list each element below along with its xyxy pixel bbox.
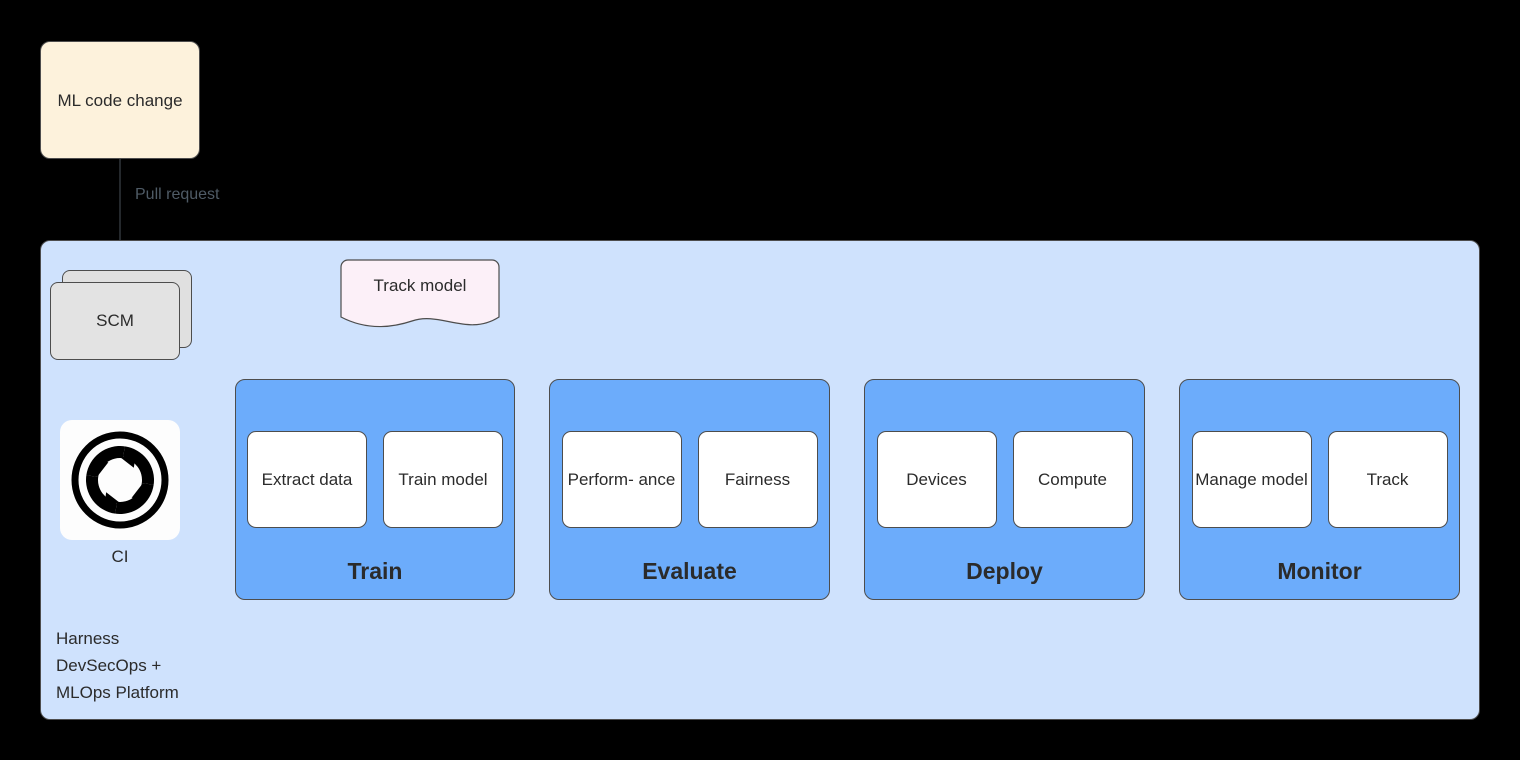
substep-extract-data[interactable]: Extract data: [247, 431, 367, 528]
stage-monitor-substeps: Manage model Track: [1180, 431, 1459, 528]
track-model-note[interactable]: Track model: [340, 259, 500, 331]
stage-evaluate[interactable]: Perform- ance Fairness Evaluate: [549, 379, 830, 600]
substep-fairness[interactable]: Fairness: [697, 431, 818, 528]
stage-deploy-title: Deploy: [966, 558, 1043, 584]
stage-train[interactable]: Extract data Train model Train: [235, 379, 515, 600]
stage-evaluate-title: Evaluate: [642, 558, 737, 584]
ci-icon-tile[interactable]: [60, 420, 180, 540]
ml-code-change-label: ML code change: [57, 90, 183, 110]
stage-train-title: Train: [347, 558, 403, 584]
stage-monitor-title: Monitor: [1277, 558, 1362, 584]
track-model-label: Track model: [373, 276, 467, 295]
platform-caption: Harness DevSecOps + MLOps Platform: [56, 629, 179, 702]
scm-box[interactable]: SCM: [50, 270, 192, 360]
ml-code-change-box[interactable]: ML code change: [40, 41, 200, 159]
stage-train-substeps: Extract data Train model: [236, 431, 514, 528]
stage-monitor[interactable]: Manage model Track Monitor: [1179, 379, 1460, 600]
note-shape: [340, 259, 500, 328]
substep-devices[interactable]: Devices: [876, 431, 997, 528]
stage-deploy-substeps: Devices Compute: [865, 431, 1144, 528]
scm-label: SCM: [96, 311, 134, 330]
substep-track[interactable]: Track: [1327, 431, 1448, 528]
substep-performance[interactable]: Perform- ance: [561, 431, 682, 528]
ci-label: CI: [111, 547, 129, 566]
substep-train-model[interactable]: Train model: [383, 431, 503, 528]
continuous-integration-cycle-icon: [71, 431, 169, 529]
substep-compute[interactable]: Compute: [1012, 431, 1133, 528]
scm-stack-front-sheet: SCM: [50, 282, 180, 360]
stage-deploy[interactable]: Devices Compute Deploy: [864, 379, 1145, 600]
pull-request-edge-label: Pull request: [135, 186, 220, 203]
stage-evaluate-substeps: Perform- ance Fairness: [550, 431, 829, 528]
substep-manage-model[interactable]: Manage model: [1191, 431, 1312, 528]
